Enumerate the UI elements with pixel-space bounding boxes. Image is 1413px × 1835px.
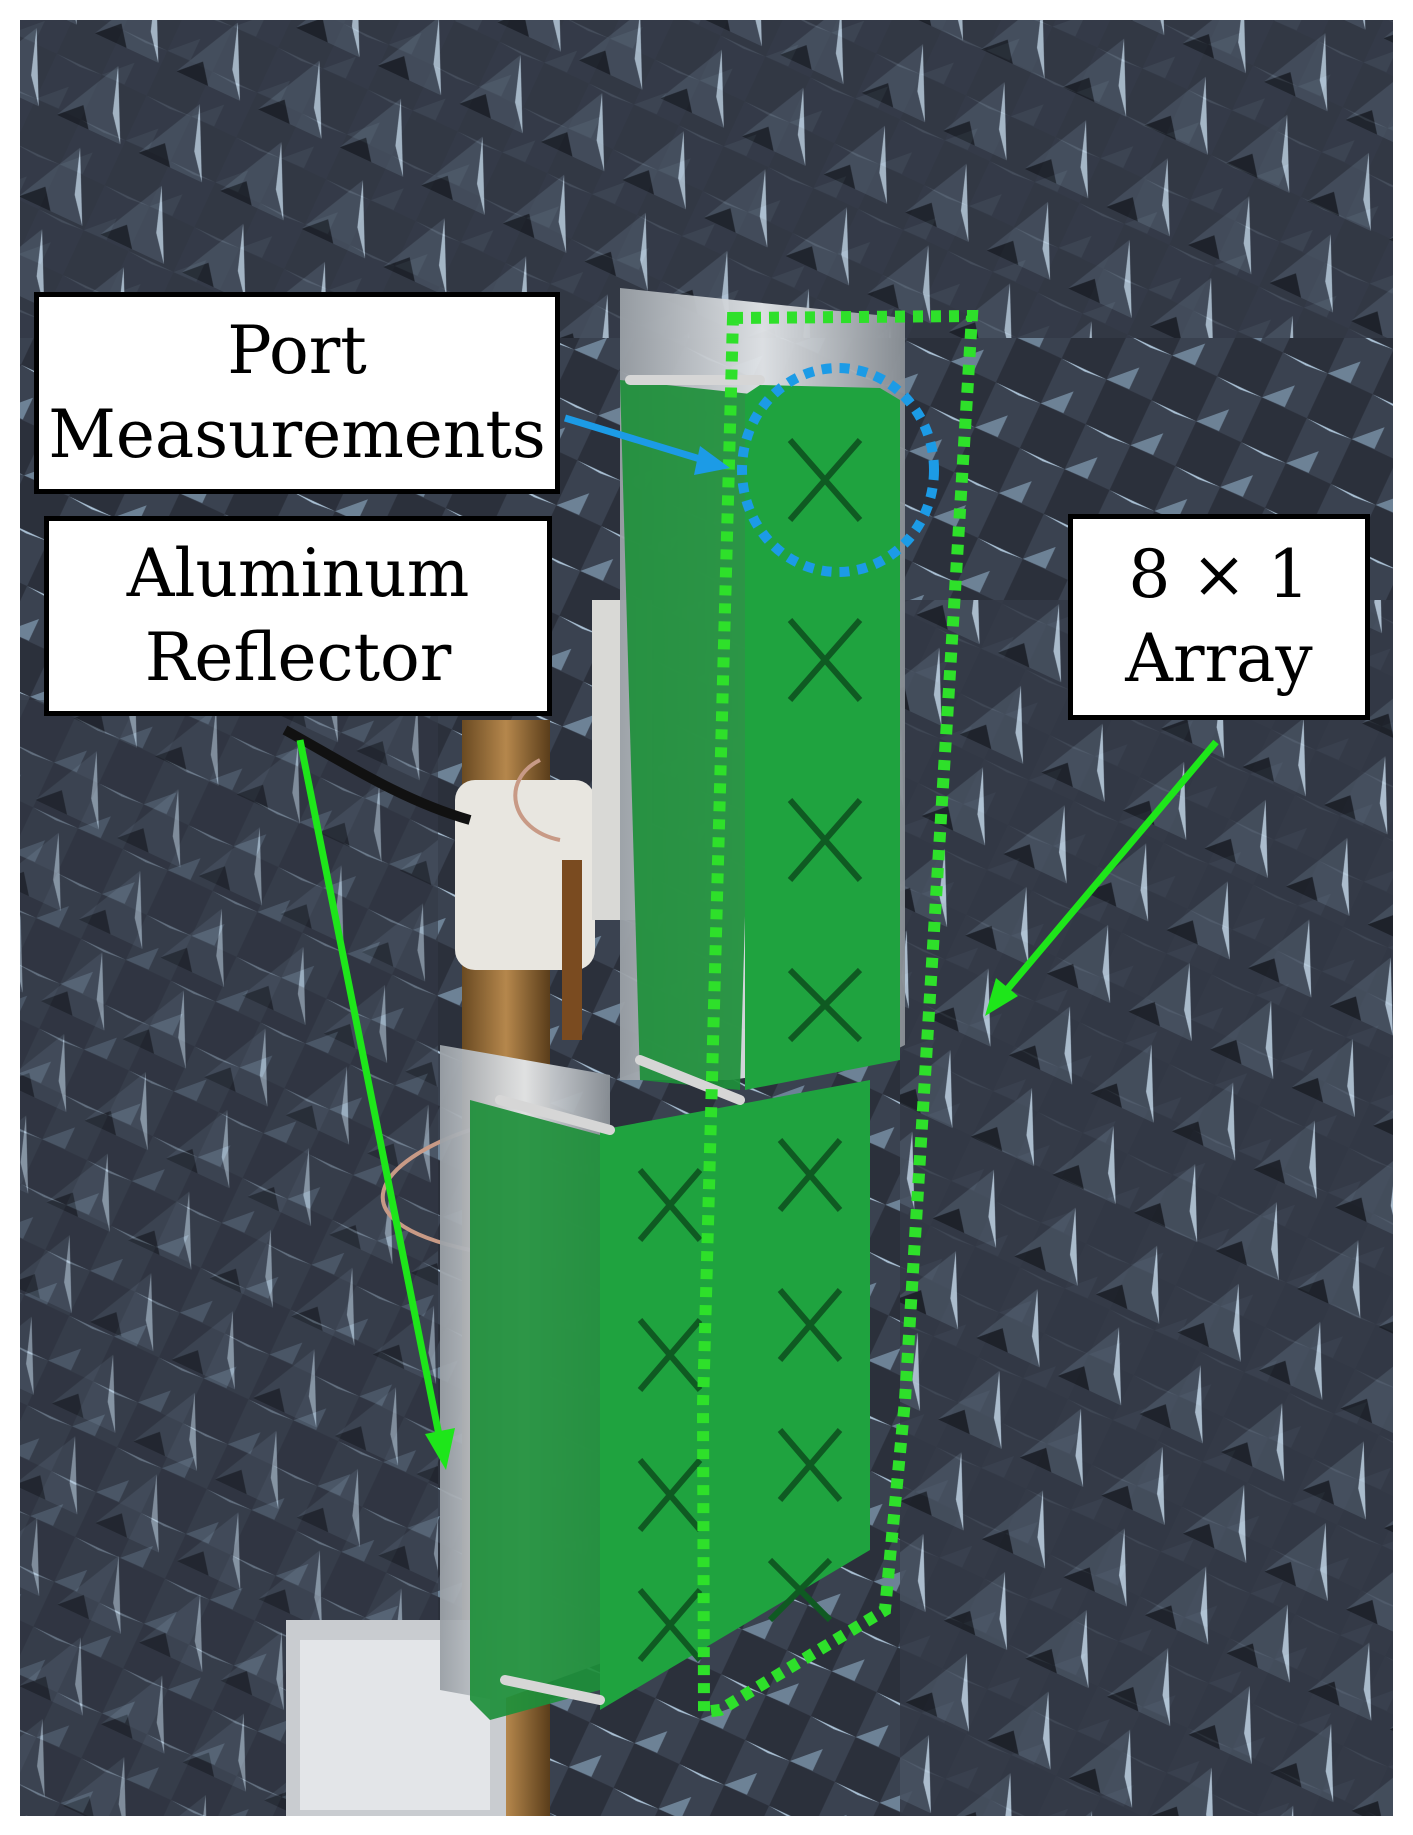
port-label-line2: Measurements (48, 396, 546, 473)
port-outline (737, 363, 939, 577)
port-arrow (563, 414, 730, 475)
pcb-lower-front (600, 1080, 870, 1710)
array-label: 8 × 1 Array (1068, 514, 1370, 720)
standoffs (495, 375, 765, 1705)
wire-lower (380, 1128, 471, 1252)
array-label-line1: 8 × 1 (1128, 536, 1310, 613)
aluminum-label-line2: Reflector (144, 619, 452, 696)
array-outline (696, 309, 979, 1719)
aluminum-arrow (296, 739, 455, 1470)
port-measurements-label: Port Measurements (34, 292, 560, 494)
array-arrow (985, 739, 1219, 1016)
aluminum-label-line1: Aluminum (126, 535, 470, 612)
aluminum-reflector-label: Aluminum Reflector (44, 516, 552, 716)
photo-border (16, 16, 1397, 1820)
port-label-line1: Port (227, 312, 367, 389)
coax-cable (282, 725, 472, 825)
pcb-lower-side (470, 1100, 600, 1720)
wire (513, 758, 561, 842)
array-label-line2: Array (1125, 620, 1313, 697)
pcb-upper-front (745, 385, 900, 1090)
